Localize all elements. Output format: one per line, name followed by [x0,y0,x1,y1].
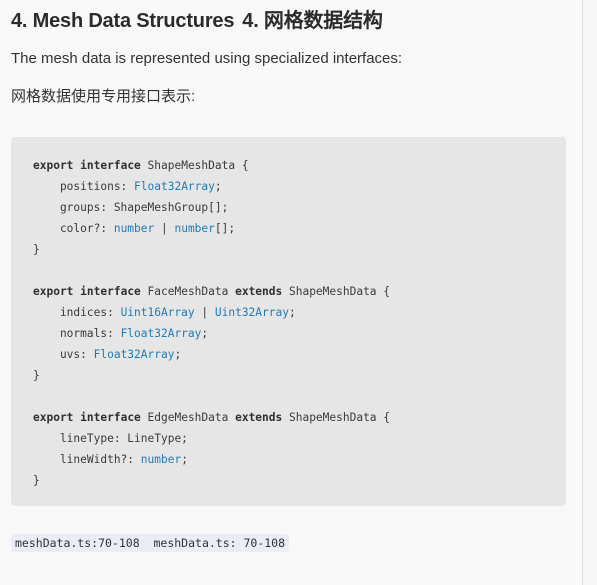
code-type: number [113,222,155,235]
code-type: Float32Array [134,180,215,193]
code-type: number [140,453,182,466]
code-line [33,260,566,281]
code-line [33,386,566,407]
code-keyword: extends [235,285,283,298]
code-keyword: export [33,411,74,424]
code-type: Float32Array [93,348,175,361]
code-line: export interface ShapeMeshData { [33,155,566,176]
code-text: EdgeMeshData [140,411,236,424]
code-block[interactable]: export interface ShapeMeshData { positio… [11,137,566,506]
code-line: color?: number | number[]; [33,218,566,239]
code-text: []; [214,222,236,235]
code-line: } [33,470,566,491]
source-reference-zh[interactable]: meshData.ts: 70-108 [153,536,286,550]
intro-text-zh: 网格数据使用专用接口表示: [11,88,196,105]
code-text: FaceMeshData [140,285,236,298]
code-line: uvs: Float32Array; [33,344,566,365]
code-text: ; [174,348,182,361]
code-text: ; [181,453,188,466]
code-text: normals: [33,327,121,340]
code-keyword: interface [80,285,141,298]
code-line: normals: Float32Array; [33,323,566,344]
section-title-zh: 4. 网格数据结构 [242,10,383,32]
code-text: ShapeMeshData { [140,159,249,172]
code-text: | [154,222,175,235]
code-text: ; [201,327,209,340]
document-page: 4. Mesh Data Structures 4. 网格数据结构 The mes… [11,4,566,552]
code-text: groups: ShapeMeshGroup[]; [33,201,229,214]
code-text: lineWidth?: [33,453,141,466]
code-text: | [194,306,215,319]
code-text: color?: [33,222,114,235]
code-line: positions: Float32Array; [33,176,566,197]
code-type: number [174,222,215,235]
code-text: ; [288,306,296,319]
code-type: Float32Array [120,327,202,340]
code-line: indices: Uint16Array | Uint32Array; [33,302,566,323]
code-keyword: interface [80,411,141,424]
section-title-en: 4. Mesh Data Structures [11,10,235,32]
source-reference[interactable]: meshData.ts:70-108 meshData.ts: 70-108 [11,534,290,552]
code-text: ; [214,180,222,193]
code-text: } [33,243,40,256]
code-line: lineType: LineType; [33,428,566,449]
source-reference-en[interactable]: meshData.ts:70-108 [15,536,140,550]
code-line: } [33,365,566,386]
code-text: uvs: [33,348,94,361]
code-type: Uint32Array [214,306,289,319]
code-line: groups: ShapeMeshGroup[]; [33,197,566,218]
code-text: ShapeMeshData { [282,411,391,424]
code-line: lineWidth?: number; [33,449,566,470]
code-keyword: interface [80,159,141,172]
code-keyword: export [33,159,74,172]
section-title: 4. Mesh Data Structures 4. 网格数据结构 [11,4,383,33]
intro-text-en: The mesh data is represented using speci… [11,50,403,67]
code-text: indices: [33,306,121,319]
scrollbar-track[interactable] [582,0,597,585]
code-line: } [33,239,566,260]
code-line: export interface EdgeMeshData extends Sh… [33,407,566,428]
code-text: } [33,474,40,487]
code-text: lineType: LineType; [33,432,188,445]
code-keyword: export [33,285,74,298]
code-text: } [33,369,40,382]
code-type: Uint16Array [120,306,195,319]
code-line: export interface FaceMeshData extends Sh… [33,281,566,302]
code-text: positions: [33,180,135,193]
code-keyword: extends [235,411,283,424]
code-text: ShapeMeshData { [282,285,391,298]
